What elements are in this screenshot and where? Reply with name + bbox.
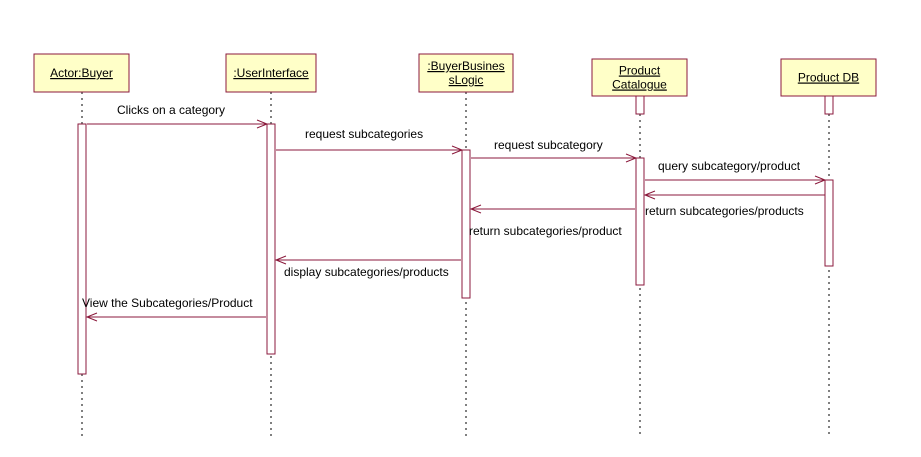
arrowhead-icon [814,175,827,185]
arrowhead-icon [256,119,269,129]
object-box-ui [225,53,317,93]
message-label: Clicks on a category [117,103,225,117]
message-label: display subcategories/products [284,265,449,279]
activation-bar-buyer [77,123,87,375]
message-m6: return subcategories/product [469,204,635,238]
object-box-bbl [418,53,514,93]
arrowhead-icon [274,255,287,265]
activation-bar-catalogue [635,95,645,115]
object-buyer: Actor:Buyer [33,53,130,93]
object-ui: :UserInterface [225,53,317,93]
arrowhead-icon [451,145,464,155]
object-label-ui: :UserInterface [233,66,309,80]
message-m8: View the Subcategories/Product [82,296,266,322]
object-label-buyer: Actor:Buyer [50,66,113,80]
object-db: Product DB [780,58,877,97]
object-label-catalogue: Product [619,64,661,78]
message-m5: return subcategories/products [643,190,825,218]
object-box-db [780,58,877,97]
activation-bar-catalogue [635,157,645,286]
message-label: request subcategories [305,127,423,141]
message-label: View the Subcategories/Product [82,296,253,310]
arrowhead-icon [85,312,98,322]
arrowhead-icon [469,204,482,214]
arrowhead-icon [643,190,656,200]
message-m1: Clicks on a category [87,103,269,129]
message-m4: query subcategory/product [645,159,827,185]
message-label: request subcategory [494,138,603,152]
object-label-db: Product DB [798,71,859,85]
object-label-catalogue: Catalogue [612,78,667,92]
message-label: query subcategory/product [658,159,801,173]
object-box-buyer [33,53,130,93]
message-label: return subcategories/products [645,204,804,218]
activation-bar-bbl [461,149,471,299]
arrowhead-icon [625,153,638,163]
object-catalogue: Product Catalogue [591,58,688,97]
activation-bar-db [824,179,834,267]
message-m3: request subcategory [471,138,638,163]
message-label: return subcategories/product [469,224,622,238]
object-box-catalogue [591,58,688,97]
activation-bar-ui [266,123,276,355]
object-label-bbl: :BuyerBusines [427,59,504,73]
message-m7: display subcategories/products [274,255,461,279]
activation-bar-db [824,95,834,115]
message-m2: request subcategories [276,127,464,155]
object-label-bbl: sLogic [449,73,484,87]
